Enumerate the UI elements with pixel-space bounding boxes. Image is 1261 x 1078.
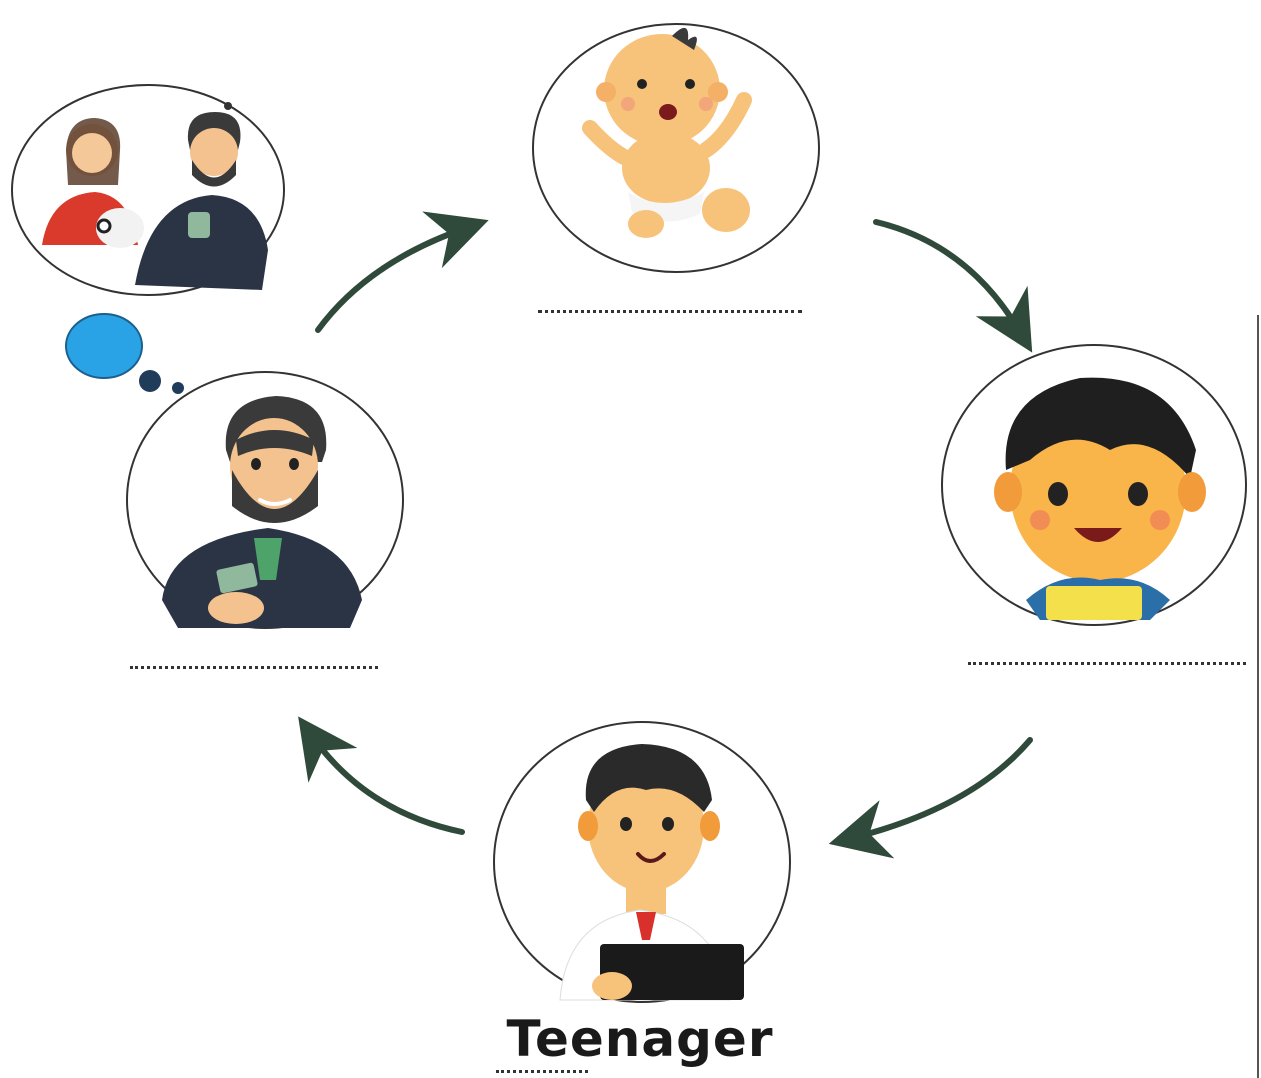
arrow-baby-to-child: [873, 219, 1033, 353]
teenager-label: Teenager: [506, 1010, 774, 1068]
arrow-teenager-to-adult: [298, 716, 465, 835]
arrow-adult-to-baby: [315, 211, 489, 333]
adult-stage-circle: [126, 371, 404, 629]
teenager-stage-circle: [493, 721, 791, 1003]
parents-thought-bubble: [11, 84, 285, 296]
thought-bubble-medium-dot: [139, 370, 161, 392]
thought-bubble-small-dot: [172, 382, 184, 394]
baby-stage-circle: [532, 23, 820, 273]
page-edge-line: [1257, 315, 1259, 1078]
thought-bubble-large-dot: [65, 313, 143, 379]
baby-answer-blank[interactable]: [538, 310, 802, 313]
adult-answer-blank[interactable]: [130, 666, 378, 669]
child-stage-circle: [941, 344, 1247, 626]
child-answer-blank[interactable]: [968, 662, 1246, 665]
teenager-answer-line: [496, 1070, 588, 1073]
arrow-child-to-teenager: [828, 737, 1033, 859]
